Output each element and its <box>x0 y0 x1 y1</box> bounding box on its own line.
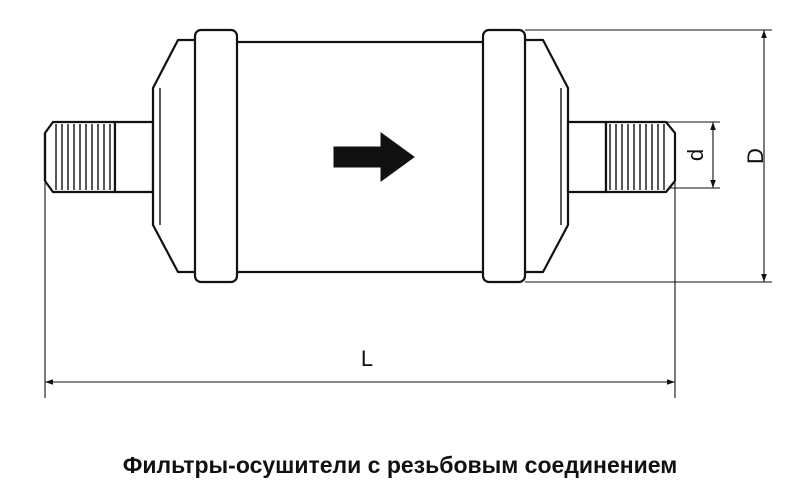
dimension-diameter <box>525 29 772 283</box>
length-label: L <box>361 346 373 371</box>
dimension-connection <box>660 121 720 189</box>
flow-direction-arrow-icon <box>333 132 415 182</box>
left-collar <box>193 28 239 284</box>
connection-label: d <box>683 149 708 161</box>
dimension-length <box>44 183 676 398</box>
right-collar <box>481 28 527 284</box>
diameter-label: D <box>743 148 768 164</box>
left-flare-fitting <box>43 120 155 194</box>
filter-drier-drawing: D d L <box>43 28 772 398</box>
right-flare-fitting <box>566 120 677 194</box>
diagram-caption: Фильтры-осушители с резьбовым соединение… <box>122 452 678 478</box>
